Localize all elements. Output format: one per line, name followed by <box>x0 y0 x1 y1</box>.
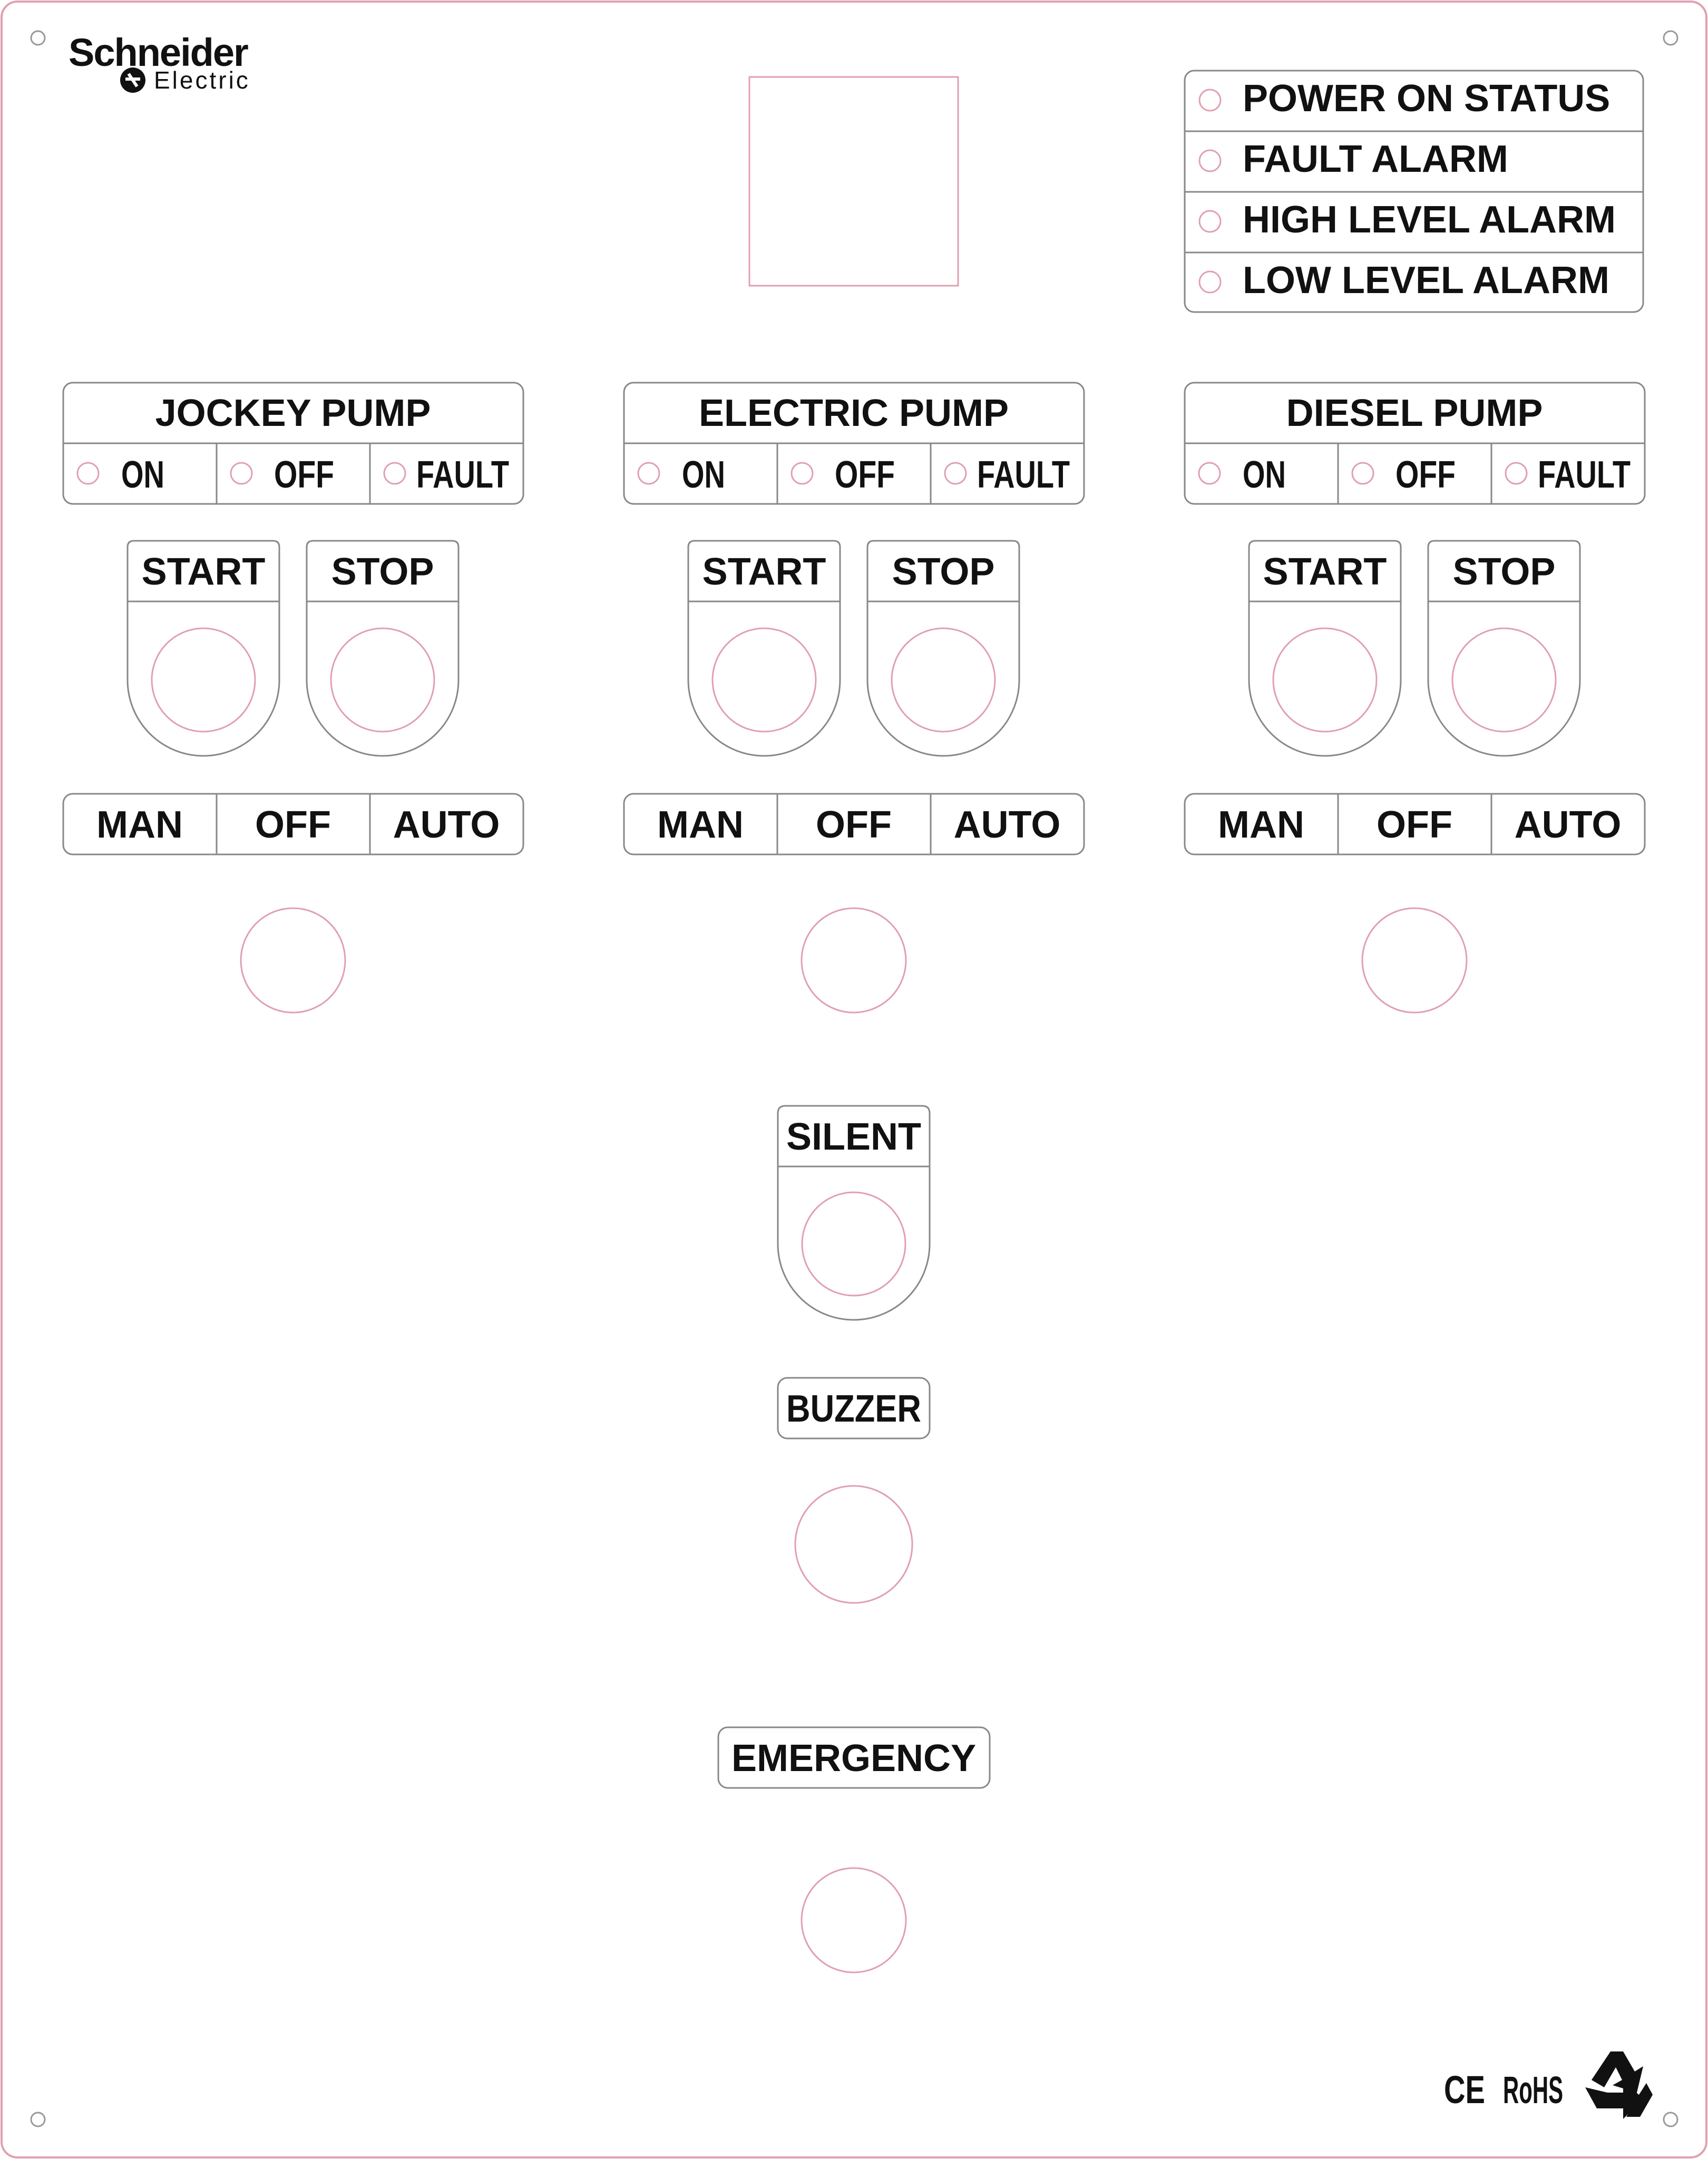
selector-switch-hole[interactable] <box>801 907 907 1014</box>
brand-sub: Electric <box>154 66 250 94</box>
stop-button-cap[interactable] <box>1451 627 1557 733</box>
silent-button[interactable]: SILENT <box>777 1105 931 1321</box>
buzzer-label-box: BUZZER <box>777 1377 931 1440</box>
stop-label: STOP <box>331 551 434 593</box>
selector-switch-hole[interactable] <box>1361 907 1468 1014</box>
mode-auto-label: AUTO <box>954 804 1061 846</box>
mode-auto-label: AUTO <box>393 804 500 846</box>
indicator-led-icon <box>1505 462 1528 485</box>
stop-label: STOP <box>1453 551 1556 593</box>
pump-title: DIESEL PUMP <box>1286 392 1543 434</box>
stop-button[interactable]: STOP <box>866 540 1020 757</box>
pump-title: JOCKEY PUMP <box>155 392 431 434</box>
stop-button-cap[interactable] <box>891 627 996 733</box>
status-row-power-on: POWER ON STATUS <box>1198 77 1610 120</box>
emergency-label-box: EMERGENCY <box>717 1726 991 1789</box>
mode-auto-label: AUTO <box>1515 804 1622 846</box>
mode-man-label: MAN <box>657 804 744 846</box>
status-led-icon <box>1198 270 1222 294</box>
pump-column-jockey: JOCKEY PUMP ON OFF FAULT START STOP MAN … <box>62 382 524 1014</box>
start-label: START <box>1263 551 1387 593</box>
stop-button[interactable]: STOP <box>1427 540 1581 757</box>
status-panel: POWER ON STATUS FAULT ALARM HIGH LEVEL A… <box>1184 70 1644 313</box>
buzzer-hole <box>794 1485 913 1604</box>
schneider-logo-icon: Schneider Electric <box>69 31 250 94</box>
indicator-led-icon <box>76 462 100 485</box>
indicator-off-label: OFF <box>1395 454 1456 496</box>
rohs-mark-label: RoHS <box>1503 2069 1563 2112</box>
indicator-led-icon <box>944 462 967 485</box>
mode-off-label: OFF <box>255 804 331 846</box>
pump-title: ELECTRIC PUMP <box>699 392 1009 434</box>
indicator-fault-label: FAULT <box>1538 454 1631 496</box>
indicator-led-icon <box>637 462 660 485</box>
start-button-cap[interactable] <box>1272 627 1378 733</box>
schneider-mark-icon <box>120 67 145 93</box>
emergency-stop-button[interactable] <box>801 1867 907 1973</box>
indicator-led-icon <box>1351 462 1374 485</box>
start-button[interactable]: START <box>126 540 280 757</box>
start-button-cap[interactable] <box>151 627 256 733</box>
start-label: START <box>142 551 266 593</box>
pump-column-electric: ELECTRIC PUMP ON OFF FAULT START STOP MA… <box>623 382 1085 1014</box>
mount-hole-bottom-left <box>30 2112 46 2127</box>
status-row-low-level: LOW LEVEL ALARM <box>1198 259 1609 302</box>
status-led-icon <box>1198 210 1222 233</box>
status-row-high-level: HIGH LEVEL ALARM <box>1198 199 1616 241</box>
indicator-off-label: OFF <box>835 454 895 496</box>
status-label: HIGH LEVEL ALARM <box>1243 199 1616 241</box>
status-led-icon <box>1198 89 1222 112</box>
brand-name: Schneider <box>69 31 248 74</box>
selector-switch-hole[interactable] <box>240 907 346 1014</box>
indicator-led-icon <box>790 462 814 485</box>
mode-man-label: MAN <box>1218 804 1304 846</box>
mode-selector-labels: MAN OFF AUTO <box>62 793 524 855</box>
status-label: FAULT ALARM <box>1243 138 1508 180</box>
stop-button[interactable]: STOP <box>306 540 460 757</box>
status-row-fault-alarm: FAULT ALARM <box>1198 138 1508 180</box>
mount-hole-bottom-right <box>1663 2112 1678 2127</box>
silent-label: SILENT <box>786 1116 921 1158</box>
buzzer-label: BUZZER <box>786 1388 921 1430</box>
indicator-led-icon <box>383 462 406 485</box>
start-button[interactable]: START <box>1248 540 1402 757</box>
mount-hole-top-right <box>1663 30 1678 46</box>
mode-off-label: OFF <box>1377 804 1452 846</box>
ce-mark-label: CE <box>1444 2068 1485 2112</box>
indicator-on-label: ON <box>1243 454 1286 496</box>
indicator-on-label: ON <box>121 454 164 496</box>
emergency-label: EMERGENCY <box>731 1737 976 1779</box>
mode-off-label: OFF <box>816 804 892 846</box>
silent-button-cap[interactable] <box>801 1191 906 1297</box>
status-label: LOW LEVEL ALARM <box>1243 259 1609 302</box>
pump-column-diesel: DIESEL PUMP ON OFF FAULT START STOP MAN … <box>1184 382 1646 1014</box>
ce-mark-icon: CE <box>1444 2068 1485 2112</box>
stop-button-cap[interactable] <box>330 627 435 733</box>
stop-label: STOP <box>892 551 995 593</box>
indicator-fault-label: FAULT <box>977 454 1070 496</box>
indicator-led-icon <box>1198 462 1221 485</box>
start-label: START <box>702 551 826 593</box>
mount-hole-top-left <box>30 30 46 46</box>
indicator-led-icon <box>230 462 253 485</box>
status-led-icon <box>1198 149 1222 172</box>
mode-selector-labels: MAN OFF AUTO <box>1184 793 1646 855</box>
indicator-fault-label: FAULT <box>416 454 509 496</box>
recycle-icon <box>1585 2051 1653 2119</box>
status-label: POWER ON STATUS <box>1243 77 1610 120</box>
display-window <box>748 76 959 287</box>
start-button-cap[interactable] <box>711 627 817 733</box>
indicator-on-label: ON <box>682 454 725 496</box>
mode-man-label: MAN <box>96 804 183 846</box>
mode-selector-labels: MAN OFF AUTO <box>623 793 1085 855</box>
indicator-off-label: OFF <box>274 454 334 496</box>
start-button[interactable]: START <box>687 540 841 757</box>
